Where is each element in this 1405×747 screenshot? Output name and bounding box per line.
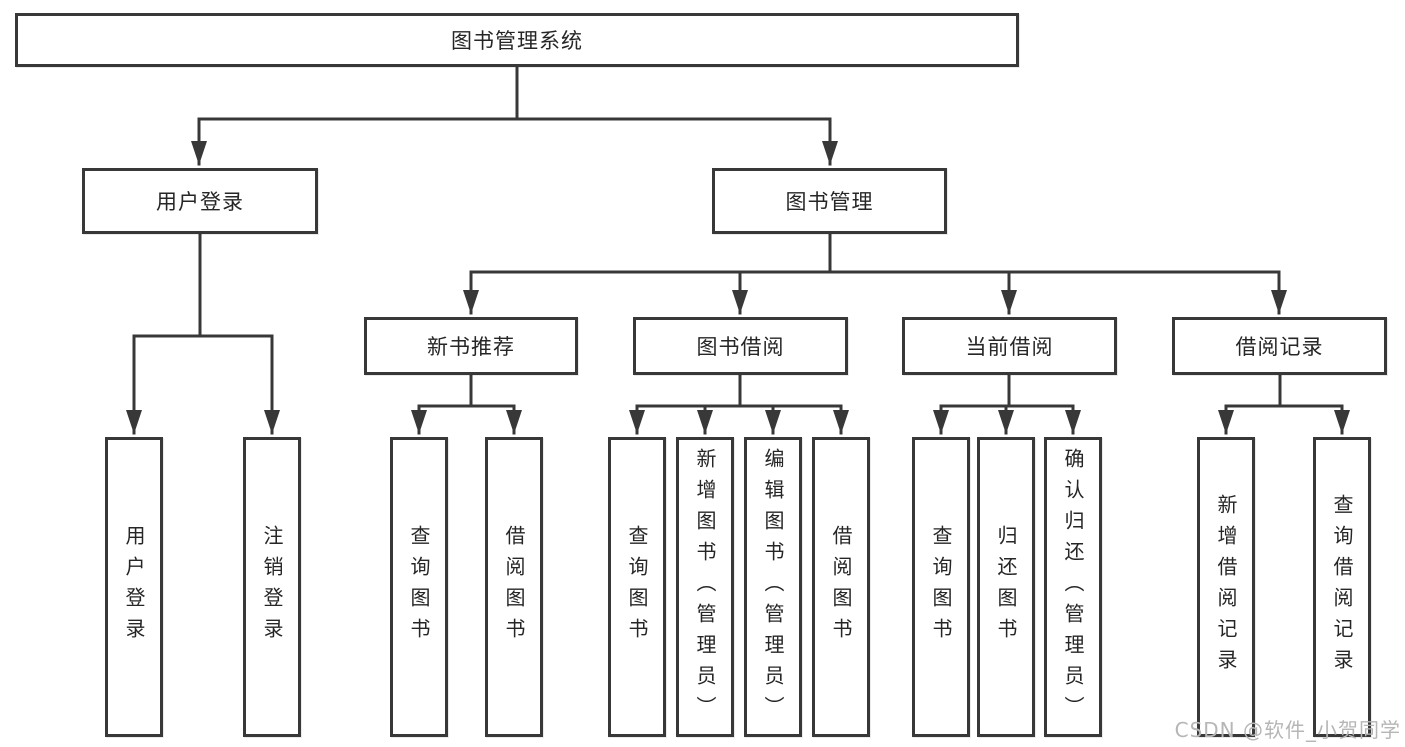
leaf-query-book-recommend: 查询图书: [390, 437, 448, 737]
leaf-query-borrow-record: 查询借阅记录: [1313, 437, 1371, 737]
leaf-borrow-book-borrowing: 借阅图书: [812, 437, 870, 737]
node-current-borrowing: 当前借阅: [902, 317, 1117, 375]
csdn-watermark: CSDN @软件_小贺同学: [1174, 718, 1401, 742]
node-book-borrowing: 图书借阅: [633, 317, 848, 375]
node-borrow-records: 借阅记录: [1172, 317, 1387, 375]
leaf-add-book-admin: 新增图书（管理员）: [676, 437, 734, 737]
node-library-system: 图书管理系统: [15, 13, 1019, 67]
leaf-user-login: 用户登录: [105, 437, 163, 737]
leaf-confirm-return-admin: 确认归还（管理员）: [1044, 437, 1102, 737]
leaf-return-book: 归还图书: [977, 437, 1035, 737]
leaf-query-book-borrowing: 查询图书: [608, 437, 666, 737]
node-book-management: 图书管理: [712, 168, 947, 234]
leaf-logout: 注销登录: [243, 437, 301, 737]
leaf-edit-book-admin: 编辑图书（管理员）: [744, 437, 802, 737]
leaf-borrow-book-recommend: 借阅图书: [485, 437, 543, 737]
node-user-login: 用户登录: [82, 168, 318, 234]
leaf-query-book-current: 查询图书: [912, 437, 970, 737]
leaf-add-borrow-record: 新增借阅记录: [1197, 437, 1255, 737]
node-new-book-recommend: 新书推荐: [364, 317, 578, 375]
